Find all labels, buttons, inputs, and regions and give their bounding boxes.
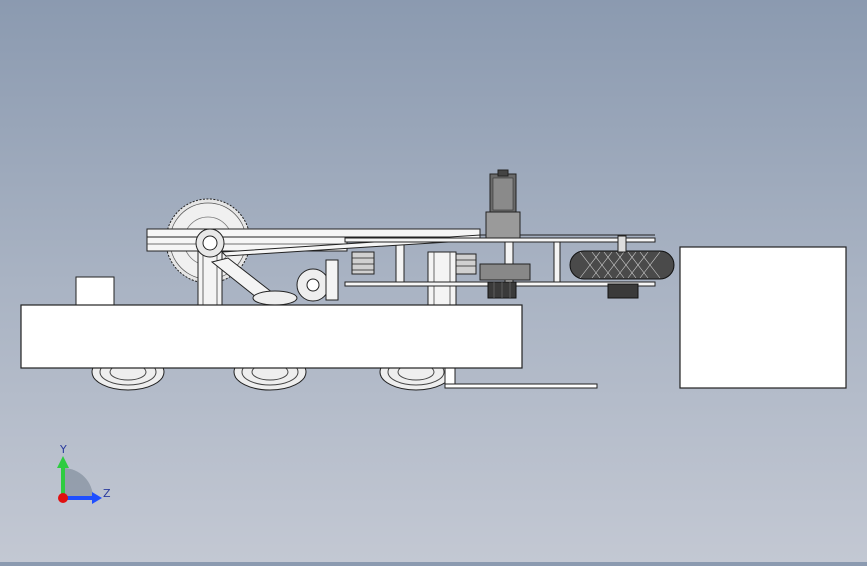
- triad-y-label: Y: [60, 443, 67, 456]
- diagonal-brace: [210, 257, 298, 306]
- drive-motor: [479, 169, 531, 299]
- control-box: [75, 276, 115, 306]
- pivot-hub: [195, 228, 225, 258]
- feed-tire: [569, 235, 675, 299]
- coordinate-triad: [50, 440, 120, 510]
- fork-plate: [444, 366, 598, 389]
- belt-pulleys: [351, 251, 477, 275]
- idler-pulley: [296, 259, 339, 302]
- target-block: [679, 246, 847, 389]
- triad-z-label: Z: [103, 487, 111, 500]
- base-body: [20, 304, 523, 369]
- triad-graphic: [57, 456, 102, 504]
